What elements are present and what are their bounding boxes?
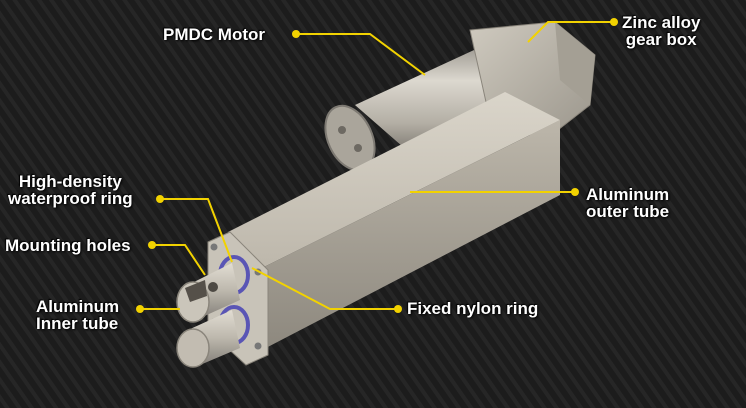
inner-tube-line1: Aluminum <box>36 297 120 316</box>
callout-dots <box>136 18 618 313</box>
callout-mounting-holes <box>152 244 206 276</box>
outer-tube-line1: Aluminum <box>586 185 670 204</box>
motor-screw-1 <box>338 126 346 134</box>
gear-box-line2: gear box <box>625 30 697 49</box>
label-inner-tube: Aluminum Inner tube <box>36 298 119 332</box>
mounting-hole-bore <box>208 282 218 292</box>
gear-box-line1: Zinc alloy <box>622 13 701 32</box>
callout-waterproof-ring <box>160 198 233 263</box>
callout-nylon-ring <box>251 267 398 310</box>
callout-pmdc-motor <box>296 33 426 76</box>
inner-tube-line2: Inner tube <box>36 314 119 333</box>
callout-gear-box <box>527 21 614 43</box>
waterproof-line1: High-density <box>18 172 122 191</box>
aluminum-inner-tube <box>176 263 240 368</box>
label-pmdc-motor: PMDC Motor <box>163 25 265 44</box>
outer-tube-line2: outer tube <box>586 202 670 221</box>
label-nylon-ring: Fixed nylon ring <box>407 299 539 318</box>
cap-screw-4 <box>254 342 262 350</box>
motor-screw-2 <box>354 144 362 152</box>
label-mounting-holes: Mounting holes <box>5 236 131 255</box>
callout-lines <box>140 21 614 310</box>
label-gear-box: Zinc alloy gear box <box>622 14 700 48</box>
mounting-hole <box>185 280 207 302</box>
label-waterproof-ring: High-density waterproof ring <box>8 173 133 207</box>
waterproof-line2: waterproof ring <box>8 189 133 208</box>
cap-screw-1 <box>210 243 218 251</box>
label-outer-tube: Aluminum outer tube <box>586 186 669 220</box>
